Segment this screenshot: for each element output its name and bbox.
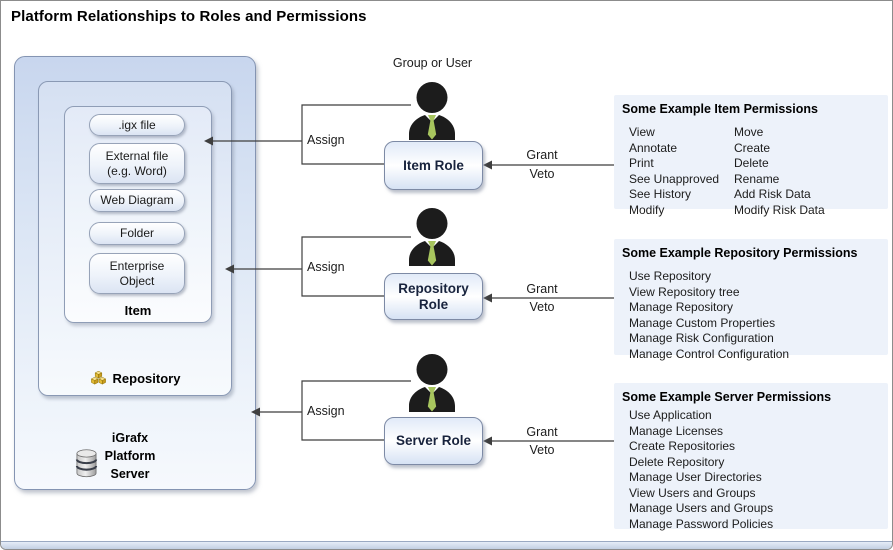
permission-entry: Use Application [629, 408, 712, 422]
permission-entry: Rename [734, 171, 780, 186]
server-container: .igx file External file (e.g. Word) Web … [14, 56, 256, 490]
repository-label-row: Repository [39, 370, 231, 387]
permission-entry: Modify [629, 202, 665, 217]
database-cylinder-icon [75, 449, 97, 478]
role-label: Item Role [403, 157, 464, 173]
permission-entry: View Repository tree [629, 284, 740, 299]
pill-igx-file: .igx file [89, 114, 185, 136]
person-icon-repository-role [409, 208, 455, 266]
item-container: .igx file External file (e.g. Word) Web … [64, 106, 212, 323]
item-label: Item [124, 303, 152, 318]
permission-entry: Create [734, 140, 771, 155]
server-label-line: iGrafx [111, 431, 149, 445]
role-label: Repository Role [398, 280, 469, 312]
permission-entry: Manage Control Configuration [629, 346, 790, 361]
permissions-column: Use Repository View Repository tree Mana… [629, 269, 789, 362]
permission-entry: Manage Risk Configuration [629, 331, 774, 345]
person-icon-server-role [409, 354, 455, 412]
permission-entry: Manage Licenses [629, 423, 724, 438]
permission-entry: See History [629, 187, 692, 201]
pill-folder: Folder [89, 222, 185, 245]
permission-entry: View Users and Groups [629, 485, 756, 500]
permissions-panel-server: Some Example Server Permissions Use Appl… [614, 383, 888, 532]
pill-external-file: External file (e.g. Word) [89, 143, 185, 184]
permissions-panel-item: Some Example Item Permissions View Annot… [614, 95, 888, 217]
pill-label: Enterprise Object [109, 258, 165, 288]
permissions-panel-repository: Some Example Repository Permissions Use … [614, 239, 888, 361]
arrowhead-server-role [483, 436, 492, 446]
role-box-repository: Repository Role [384, 273, 483, 320]
pill-label: Web Diagram [100, 193, 174, 207]
repository-container: .igx file External file (e.g. Word) Web … [38, 81, 232, 396]
group-or-user-label: Group or User [392, 56, 473, 70]
pill-label: Folder [119, 226, 154, 240]
permission-entry: Manage Custom Properties [629, 315, 776, 330]
role-label: Server Role [395, 433, 472, 448]
veto-label-server: Veto [529, 443, 555, 457]
permission-entry: Move [734, 125, 764, 139]
permission-entry: Use Repository [629, 269, 712, 283]
permission-entry: Add Risk Data [734, 187, 811, 201]
permission-entry: See Unapproved [629, 171, 720, 186]
assign-label-repository: Assign [307, 260, 345, 274]
grant-label-repository: Grant [526, 282, 558, 296]
pill-label: .igx file [118, 117, 156, 132]
assign-label-server: Assign [307, 404, 345, 418]
pill-label: External file (e.g. Word) [105, 148, 169, 178]
permissions-column: Move Create Delete Rename Add Risk Data … [734, 125, 825, 218]
pill-enterprise-object: Enterprise Object [89, 253, 185, 294]
permission-entry: Print [629, 156, 654, 170]
page-title: Platform Relationships to Roles and Perm… [11, 8, 367, 25]
permissions-title: Some Example Server Permissions [622, 390, 832, 404]
gold-cubes-icon [90, 370, 106, 385]
server-label: iGrafx Platform Server [105, 429, 156, 483]
permissions-column: View Annotate Print See Unapproved See H… [629, 125, 734, 218]
grant-label-server: Grant [526, 425, 558, 439]
permissions-title: Some Example Item Permissions [622, 102, 818, 116]
permissions-title: Some Example Repository Permissions [622, 246, 858, 260]
role-box-item: Item Role [384, 141, 483, 190]
permission-entry: Manage Repository [629, 300, 734, 314]
arrowhead-repository-role [483, 293, 492, 303]
repository-label: Repository [112, 371, 181, 386]
server-label-line: Server [110, 467, 150, 481]
permission-entry: Create Repositories [629, 439, 736, 453]
permission-entry: Delete Repository [629, 454, 725, 469]
permission-entry: View [629, 125, 655, 139]
permission-entry: Delete [734, 156, 769, 170]
server-label-row: iGrafx Platform Server [15, 429, 215, 483]
server-label-line: Platform [104, 449, 156, 463]
permission-entry: Manage User Directories [629, 470, 762, 484]
veto-label-repository: Veto [529, 300, 555, 314]
arrowhead-item-role [483, 160, 492, 170]
person-icon-item-role [409, 82, 455, 140]
permission-entry: Manage Users and Groups [629, 501, 774, 515]
permission-entry: Manage Password Policies [629, 516, 774, 531]
role-box-server: Server Role [384, 417, 483, 465]
permission-entry: Annotate [629, 140, 678, 155]
window-bottom-edge [1, 541, 892, 549]
permission-entry: Modify Risk Data [734, 202, 825, 217]
veto-label-item: Veto [529, 167, 555, 181]
assign-label-item: Assign [307, 133, 345, 147]
pill-web-diagram: Web Diagram [89, 189, 185, 212]
permissions-column: Use Application Manage Licenses Create R… [629, 408, 773, 532]
grant-label-item: Grant [526, 148, 558, 162]
